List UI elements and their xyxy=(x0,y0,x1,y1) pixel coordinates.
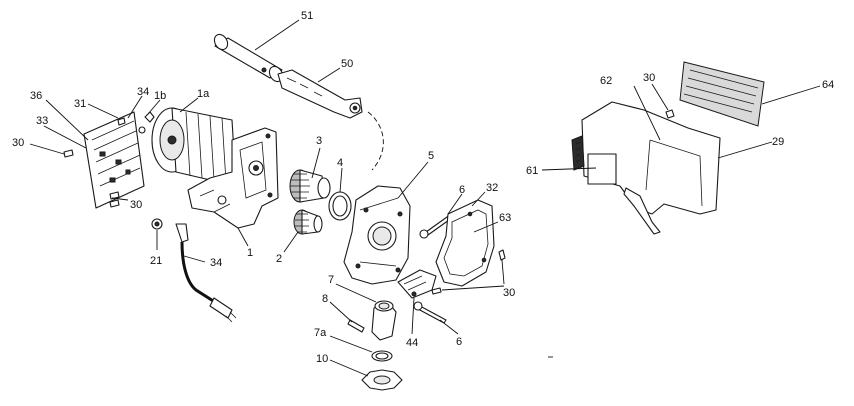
part-1-gear-housing xyxy=(187,127,279,229)
callout-33: 33 xyxy=(36,115,48,127)
part-2-pinion-gear xyxy=(293,209,323,235)
callout-30-enclosure: 30 xyxy=(643,72,655,84)
callout-51: 51 xyxy=(301,10,313,22)
part-5-pump-housing xyxy=(343,185,411,285)
callout-1b: 1b xyxy=(154,90,166,102)
callout-34-cord: 34 xyxy=(210,257,222,269)
assembly-line-50-5 xyxy=(367,111,384,171)
part-8-pin xyxy=(347,319,365,333)
part-4-o-ring xyxy=(328,191,352,221)
part-30-screw-middle xyxy=(431,287,442,295)
part-3-gear-shaft xyxy=(289,169,331,203)
part-29-enclosure-cover xyxy=(571,101,721,235)
callout-50: 50 xyxy=(341,58,353,70)
callout-6-upper: 6 xyxy=(459,184,465,196)
callout-4: 4 xyxy=(337,157,343,169)
part-30-screws-board xyxy=(63,117,126,208)
callout-61: 61 xyxy=(526,165,538,177)
part-7a-washer xyxy=(371,350,393,362)
callout-3: 3 xyxy=(316,135,322,147)
callout-5: 5 xyxy=(428,150,434,162)
part-51-spout-tube xyxy=(213,33,284,83)
part-1a-motor xyxy=(138,107,237,187)
part-34-power-cord xyxy=(175,223,237,323)
callout-36: 36 xyxy=(30,90,42,102)
callout-21: 21 xyxy=(150,255,162,267)
callout-34-upper: 34 xyxy=(137,86,149,98)
part-64-label xyxy=(679,61,765,127)
callout-64: 64 xyxy=(822,79,834,91)
callout-62: 62 xyxy=(600,75,612,87)
callout-32: 32 xyxy=(486,182,498,194)
part-6-screw-lower xyxy=(413,301,447,324)
callout-29: 29 xyxy=(772,136,784,148)
part-7-swivel xyxy=(371,300,397,341)
callout-30-right: 30 xyxy=(503,287,515,299)
leader-lines xyxy=(29,19,821,377)
part-32-pump-cover xyxy=(435,199,495,287)
callout-7a: 7a xyxy=(314,327,327,339)
callout-1a: 1a xyxy=(197,88,210,100)
callout-44: 44 xyxy=(406,337,418,349)
callout-1: 1 xyxy=(247,247,253,259)
callout-31: 31 xyxy=(74,98,86,110)
part-33-control-board xyxy=(83,111,145,209)
part-21-strain-relief xyxy=(151,218,163,230)
callout-8: 8 xyxy=(322,293,328,305)
callout-10: 10 xyxy=(316,353,328,365)
callout-labels: 51 50 36 34 1b 1a 31 33 30 30 3 4 5 6 32… xyxy=(12,10,834,365)
callout-2: 2 xyxy=(276,253,282,265)
part-30-screw-enclosure xyxy=(665,109,675,119)
callout-6-lower: 6 xyxy=(456,336,462,348)
callout-30-left: 30 xyxy=(12,137,24,149)
callout-63: 63 xyxy=(499,212,511,224)
part-44-valve xyxy=(397,269,437,299)
part-30-screw-cover xyxy=(498,249,506,261)
callout-7: 7 xyxy=(328,274,334,286)
part-50-spout-arm xyxy=(277,69,363,119)
callout-30-board: 30 xyxy=(130,199,142,211)
part-10-retaining-nut xyxy=(361,369,403,391)
